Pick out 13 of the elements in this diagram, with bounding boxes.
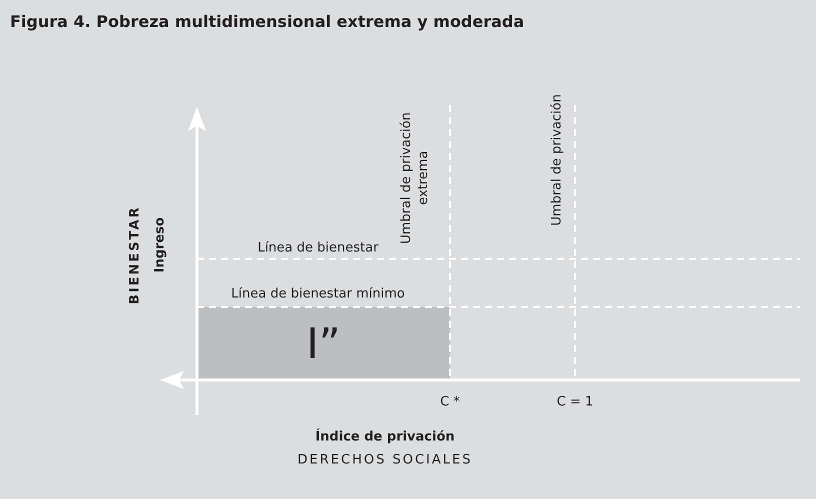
tick-label: C = 1 [556, 394, 594, 410]
shaded-region [197, 307, 450, 380]
threshold-label: Umbral de privación extrema [398, 111, 432, 246]
figure-title: Figura 4. Pobreza multidimensional extrema y moderada [10, 12, 524, 31]
axis-title: DERECHOS SOCIALES [298, 452, 472, 468]
line-label: Línea de bienestar [258, 240, 378, 256]
tick-label: C * [440, 394, 460, 410]
axis-title: BIENESTAR [126, 206, 144, 304]
region-label: I” [306, 322, 341, 366]
axis-label: Ingreso [152, 217, 168, 273]
axis-label: Índice de privación [315, 430, 455, 444]
line-label: Línea de bienestar mínimo [231, 286, 405, 302]
threshold-label: Umbral de privación [548, 94, 566, 226]
